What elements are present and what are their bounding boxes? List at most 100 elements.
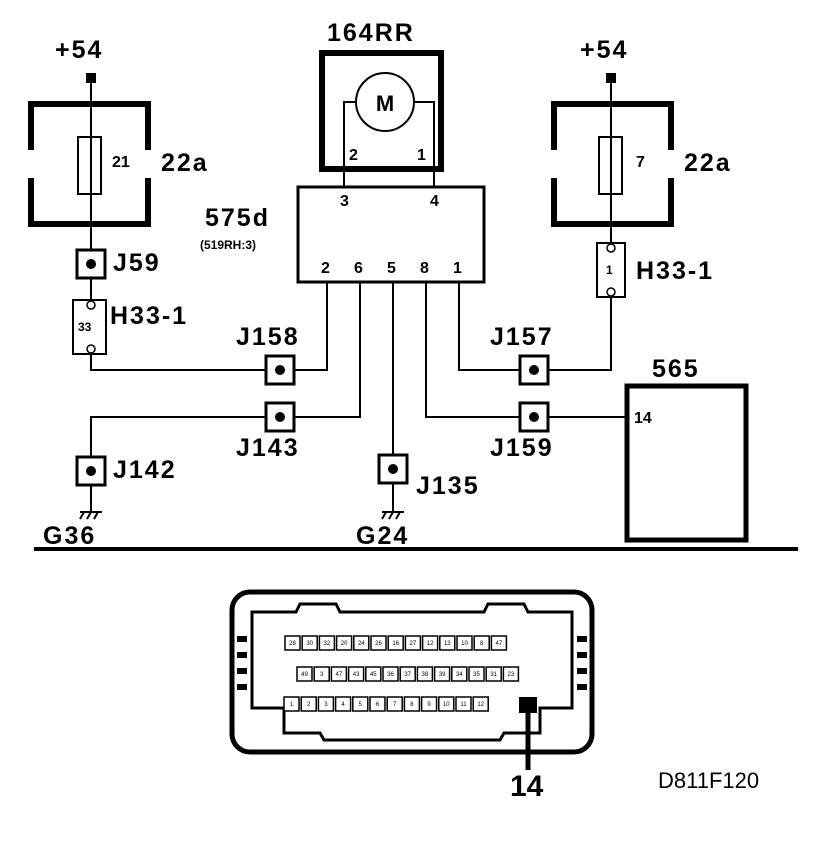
- cavity: [485, 666, 502, 682]
- module-label: 575d: [205, 204, 270, 232]
- cavity-number: 23: [508, 672, 515, 678]
- cavity: [300, 696, 317, 712]
- cavity-number: 7: [393, 702, 397, 708]
- cavity-number: 32: [324, 641, 331, 647]
- cavity-number: 12: [477, 702, 484, 708]
- cavity-number: 28: [289, 641, 296, 647]
- connector-j159-dot: [529, 412, 539, 422]
- cavity: [438, 696, 455, 712]
- connector-j142-dot: [86, 466, 96, 476]
- connector-j142-label: J142: [113, 456, 177, 484]
- wire-j143-j142: [90, 416, 266, 458]
- cavity-number: 8: [480, 641, 484, 647]
- cavity-number: 36: [387, 672, 394, 678]
- connector-j135-label: J135: [416, 472, 480, 500]
- cavity: [433, 666, 451, 682]
- cavity-number: 39: [439, 672, 446, 678]
- cavity: [335, 635, 353, 651]
- wire-pin8-j159: [425, 282, 520, 418]
- cavity: [330, 666, 348, 682]
- cavity-number: 30: [306, 641, 313, 647]
- rib-l1: [237, 636, 247, 642]
- fuse-box-right-gap-l: [547, 150, 561, 178]
- cavity: [284, 635, 301, 651]
- cavity-number: 10: [443, 702, 450, 708]
- supply-right-terminal: [606, 73, 616, 83]
- fuse-right-number: 7: [636, 154, 645, 171]
- splice-right-pin: 1: [606, 263, 613, 277]
- connector-j159-label: J159: [490, 434, 554, 462]
- splice-left-label: H33-1: [110, 302, 188, 330]
- cavity-number: 6: [376, 702, 380, 708]
- splice-right-hole-top: [606, 243, 616, 253]
- cavity-number: 1: [290, 702, 294, 708]
- motor-label: 164RR: [327, 19, 415, 47]
- module-pin-6: 6: [354, 260, 363, 277]
- cavity: [416, 666, 434, 682]
- cavity: [296, 666, 313, 682]
- splice-left-hole-bottom: [86, 344, 96, 354]
- cavity-number: 3: [320, 672, 324, 678]
- cavity-number: 37: [404, 672, 411, 678]
- pin-14-highlight: [519, 697, 537, 713]
- cavity-number: 34: [456, 672, 463, 678]
- cavity: [334, 696, 352, 712]
- cavity: [301, 635, 318, 651]
- rib-l4: [237, 684, 247, 690]
- cavity-number: 26: [375, 641, 382, 647]
- connector-j143-dot: [275, 412, 285, 422]
- wire-pin6-j143: [293, 282, 361, 418]
- cavity-number: 4: [341, 702, 345, 708]
- fuse-box-left-gap-r: [141, 150, 155, 178]
- rib-r2: [577, 652, 587, 658]
- cavity-number: 10: [461, 641, 468, 647]
- wire-pin1-j157: [458, 282, 520, 371]
- module-pin-5: 5: [387, 260, 396, 277]
- splice-left-hole-top: [86, 300, 96, 310]
- cavity: [472, 696, 489, 712]
- ground-g24-label: G24: [356, 522, 409, 550]
- connector-j143-label: J143: [236, 434, 300, 462]
- cavity: [283, 696, 300, 712]
- splice-right-label: H33-1: [636, 257, 714, 285]
- wire-motor-2: [343, 101, 356, 190]
- fuse-box-right-gap-r: [664, 150, 678, 178]
- connector-j158-label: J158: [236, 323, 300, 351]
- connector-j158-dot: [275, 365, 285, 375]
- wire-pin2-j158: [293, 282, 328, 371]
- wire-motor-1: [414, 101, 435, 190]
- cavity: [353, 635, 370, 651]
- module-pin-2: 2: [321, 260, 330, 277]
- ground-g36-symbol: [79, 511, 102, 520]
- cavity-number: 35: [473, 672, 480, 678]
- cavity: [369, 696, 386, 712]
- connector-j59-label: J59: [113, 249, 161, 277]
- connector-j59-dot: [86, 259, 96, 269]
- module-ref: (519RH:3): [200, 238, 256, 252]
- cavity-number: 8: [410, 702, 414, 708]
- rib-r3: [577, 668, 587, 674]
- cavity-number: 9: [427, 702, 431, 708]
- module-pin-3: 3: [340, 193, 349, 210]
- fuse-left: [77, 136, 102, 195]
- wire-h33-j158: [90, 354, 267, 371]
- cavity: [318, 635, 336, 651]
- cavity-number: 20: [341, 641, 348, 647]
- module-pin-1: 1: [453, 260, 462, 277]
- unit-565-box: [624, 383, 749, 543]
- rib-l3: [237, 668, 247, 674]
- cavity: [468, 666, 485, 682]
- cavity: [386, 696, 403, 712]
- cavity-number: 13: [444, 641, 451, 647]
- cavity: [421, 635, 439, 651]
- cavity-number: 16: [392, 641, 399, 647]
- unit-565-pin: 14: [634, 410, 652, 427]
- splice-left-pin: 33: [78, 320, 92, 334]
- motor-symbol-letter: M: [376, 91, 394, 116]
- cavity: [347, 666, 365, 682]
- rib-l2: [237, 652, 247, 658]
- figure-code: D811F120: [658, 768, 759, 793]
- fuse-left-box-label: 22a: [161, 149, 209, 177]
